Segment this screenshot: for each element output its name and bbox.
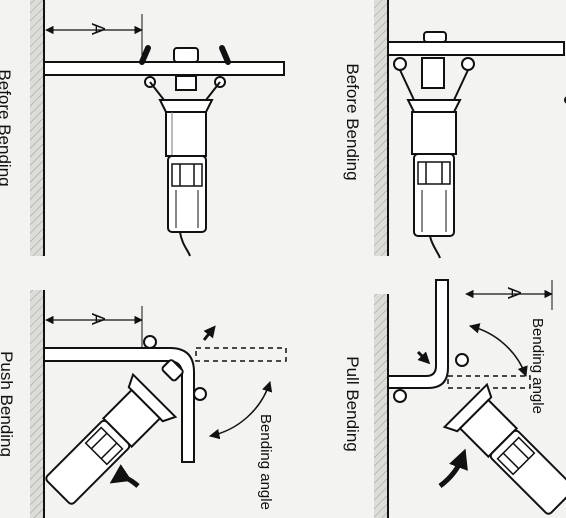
angle-arc [208, 380, 273, 440]
tool-body [165, 111, 207, 157]
caption-pull-bending: Pull Bending [343, 356, 362, 451]
bending-tool [45, 359, 184, 505]
wall [30, 290, 44, 518]
tool-body [411, 111, 457, 155]
angle-arc [468, 323, 528, 377]
bending-tool [442, 382, 566, 515]
angle-label: Bending angle [529, 318, 546, 414]
wall [374, 294, 388, 518]
workpiece-bar [387, 41, 565, 56]
angle-label: Bending angle [257, 414, 274, 510]
caption-before-bending-left: Before Bending [0, 69, 14, 186]
panel-top-right: Before Bending [343, 0, 566, 259]
caption-push-bending: Push Bending [0, 351, 16, 457]
dimension-label: A [88, 313, 108, 325]
caption-before-bending-right: Before Bending [343, 63, 362, 180]
push-direction-arrow [109, 464, 140, 488]
panel-top-left: A Before Bending [0, 0, 285, 257]
panel-bottom-left: A Bending angle Push Bending [0, 290, 287, 518]
panel-bottom-right: A Bending angle Pull Bending [343, 279, 566, 518]
workpiece-bar [43, 61, 285, 76]
original-position-outline [195, 347, 287, 362]
original-position-outline [447, 375, 531, 389]
dimension-label: A [88, 23, 108, 35]
pull-direction-arrow [438, 448, 468, 488]
wall [374, 0, 388, 256]
dimension-label: A [504, 287, 524, 299]
wall [30, 0, 44, 256]
bent-workpiece [387, 279, 449, 389]
